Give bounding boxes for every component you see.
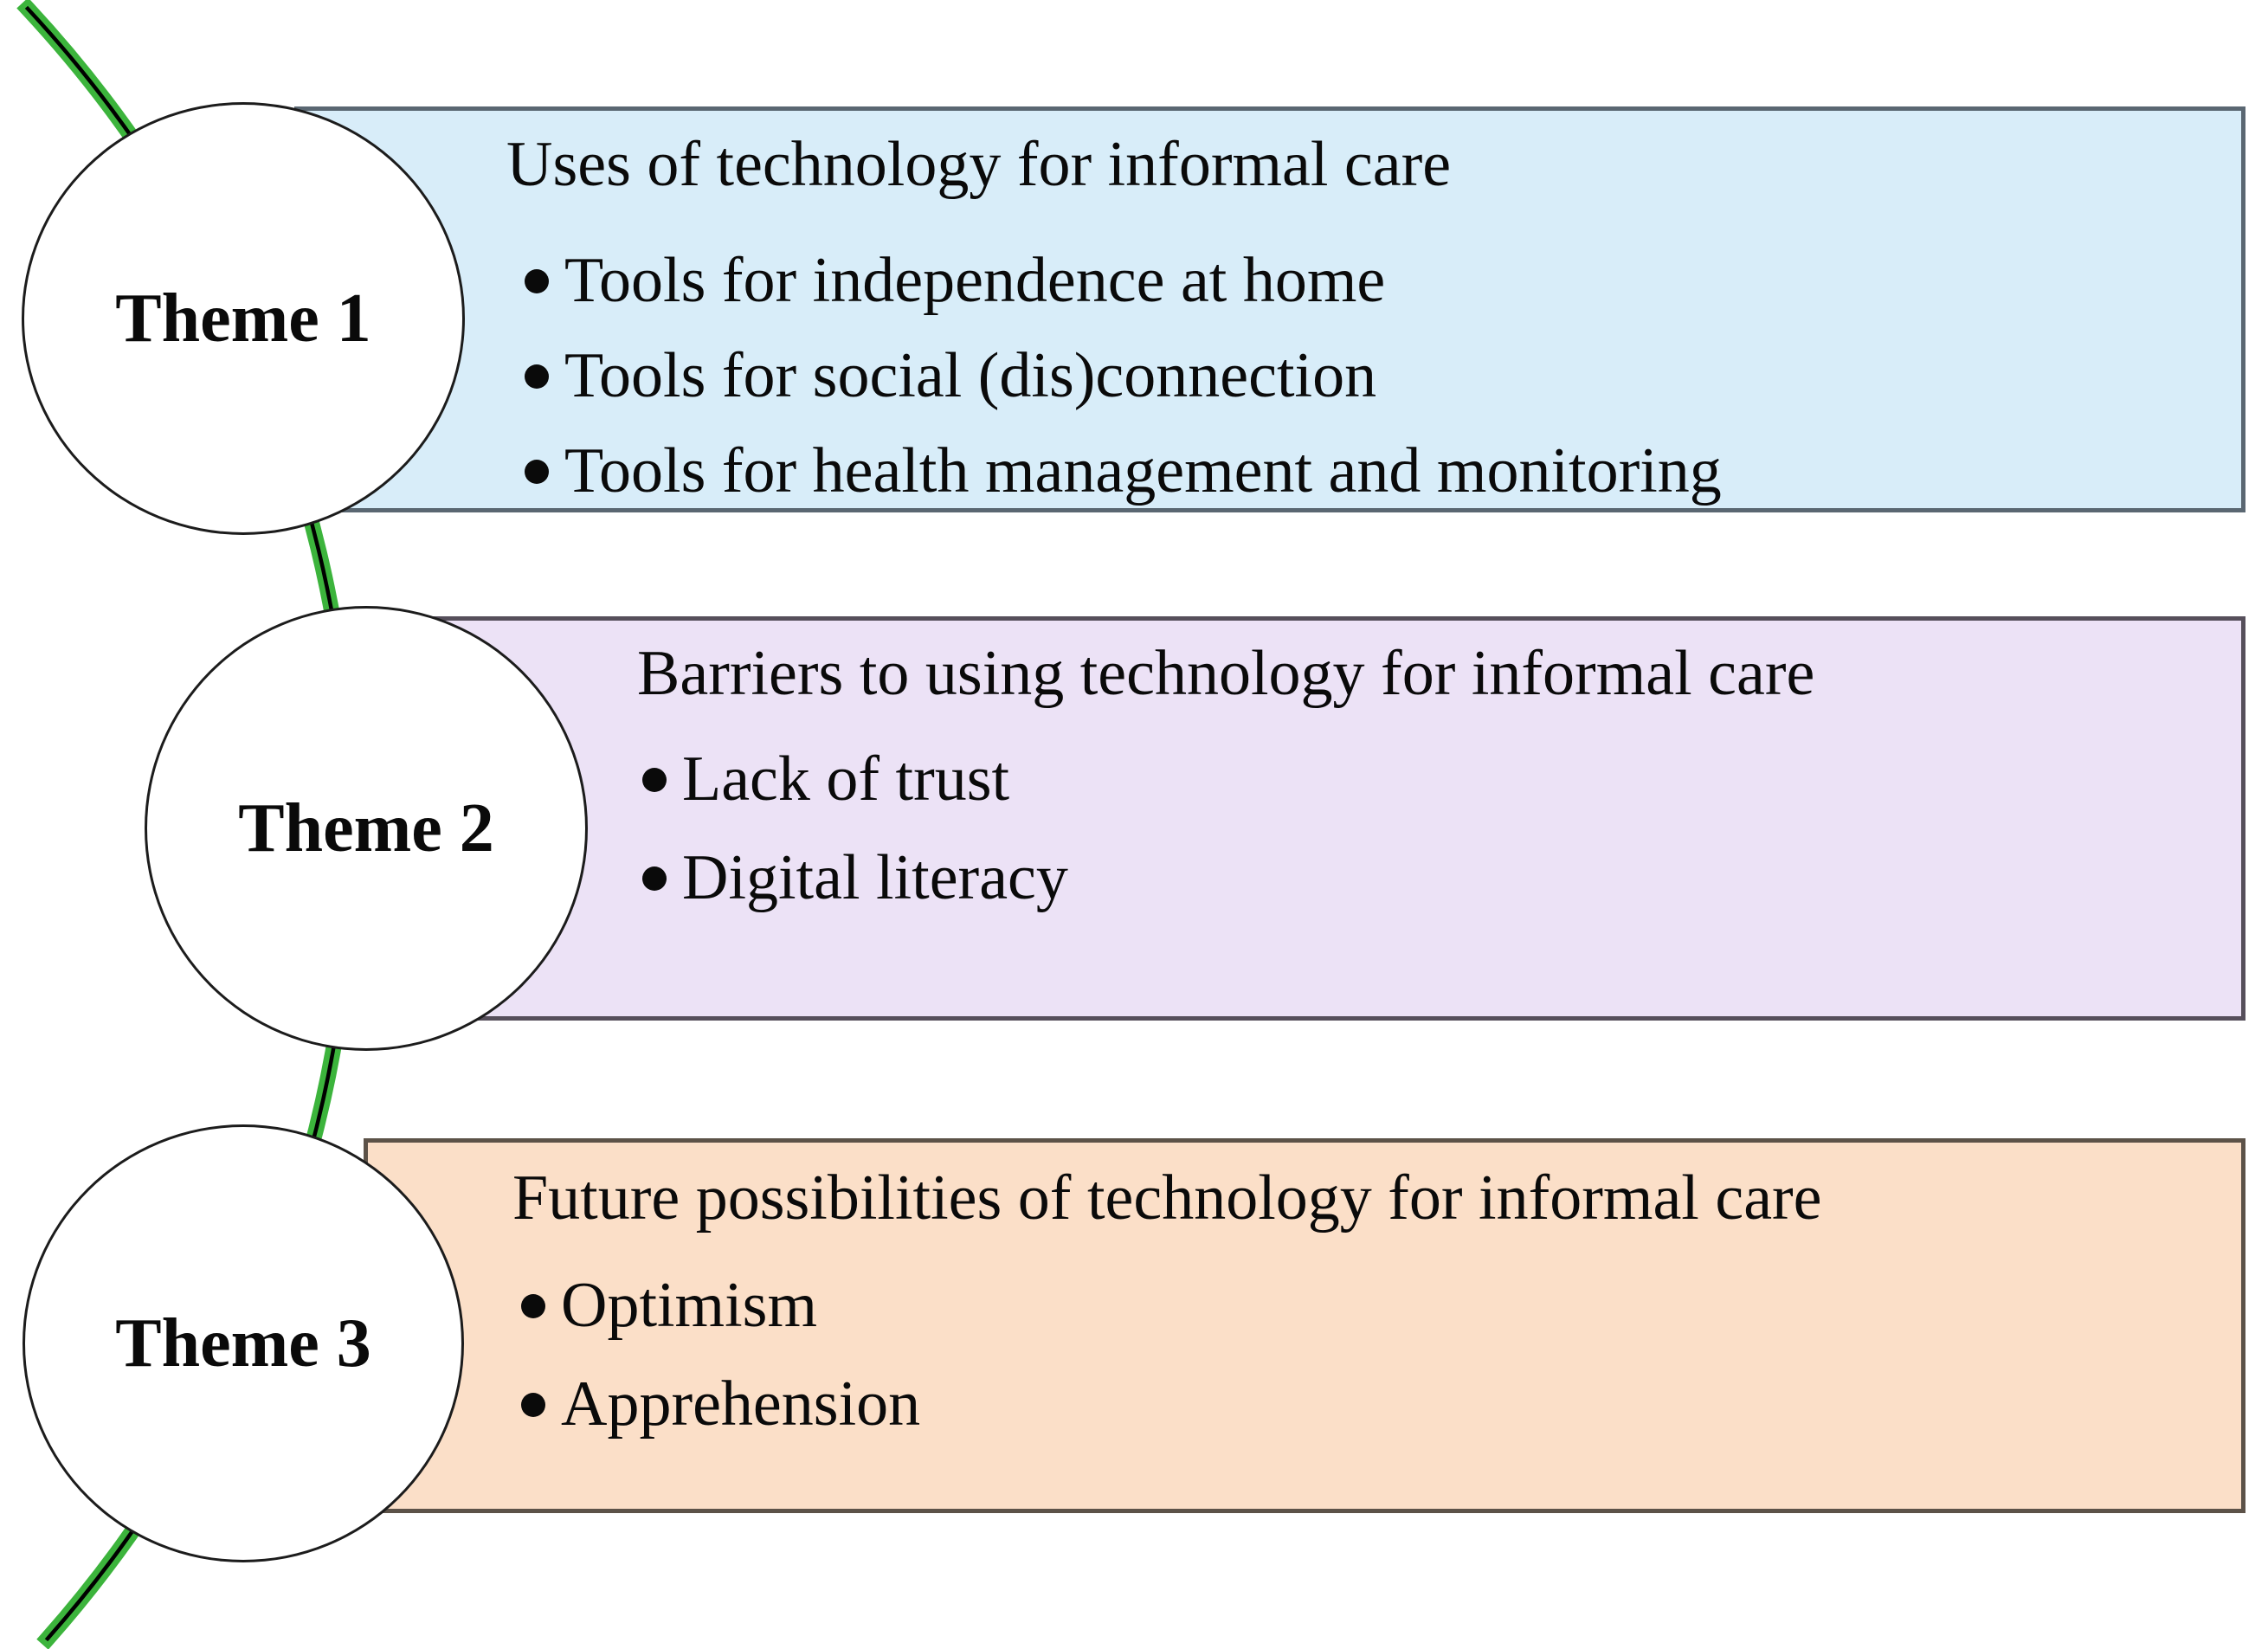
bullet-dot-icon <box>642 767 667 792</box>
theme-3-box <box>364 1138 2245 1513</box>
bullet-dot-icon <box>525 268 549 293</box>
bullet-text: Tools for health management and monitori… <box>564 435 1722 506</box>
bullet-text: Apprehension <box>561 1369 921 1440</box>
bullet-dot-icon <box>642 866 667 891</box>
theme-3-label: Theme 3 <box>115 1304 371 1382</box>
bullet-dot-icon <box>521 1293 545 1318</box>
theme-1-circle: Theme 1 <box>22 102 465 535</box>
theme-3-bullet: Apprehension <box>521 1369 921 1440</box>
bullet-text: Optimism <box>561 1270 818 1341</box>
theme-1-box <box>294 106 2245 512</box>
bullet-dot-icon <box>521 1392 545 1417</box>
theme-3-title: Future possibilities of technology for i… <box>512 1163 1822 1234</box>
theme-1-label: Theme 1 <box>115 280 371 357</box>
theme-2-title: Barriers to using technology for informa… <box>637 638 1815 709</box>
bullet-text: Tools for independence at home <box>564 245 1386 316</box>
theme-1-bullet: Tools for health management and monitori… <box>525 435 1722 506</box>
theme-2-label: Theme 2 <box>238 789 494 866</box>
bullet-dot-icon <box>525 459 549 484</box>
theme-2-bullet: Digital literacy <box>642 842 1068 913</box>
bullet-text: Lack of trust <box>682 744 1010 815</box>
theme-3-circle: Theme 3 <box>23 1124 464 1562</box>
bullet-text: Tools for social (dis)connection <box>564 340 1377 411</box>
bullet-dot-icon <box>525 364 549 389</box>
theme-1-bullet: Tools for social (dis)connection <box>525 340 1377 411</box>
theme-2-circle: Theme 2 <box>145 606 588 1051</box>
theme-1-title: Uses of technology for informal care <box>506 129 1452 200</box>
theme-3-bullet: Optimism <box>521 1272 817 1340</box>
theme-1-bullet: Tools for independence at home <box>525 245 1386 316</box>
theme-2-box <box>433 616 2245 1021</box>
theme-2-bullet: Lack of trust <box>642 744 1010 815</box>
bullet-text: Digital literacy <box>682 842 1068 913</box>
